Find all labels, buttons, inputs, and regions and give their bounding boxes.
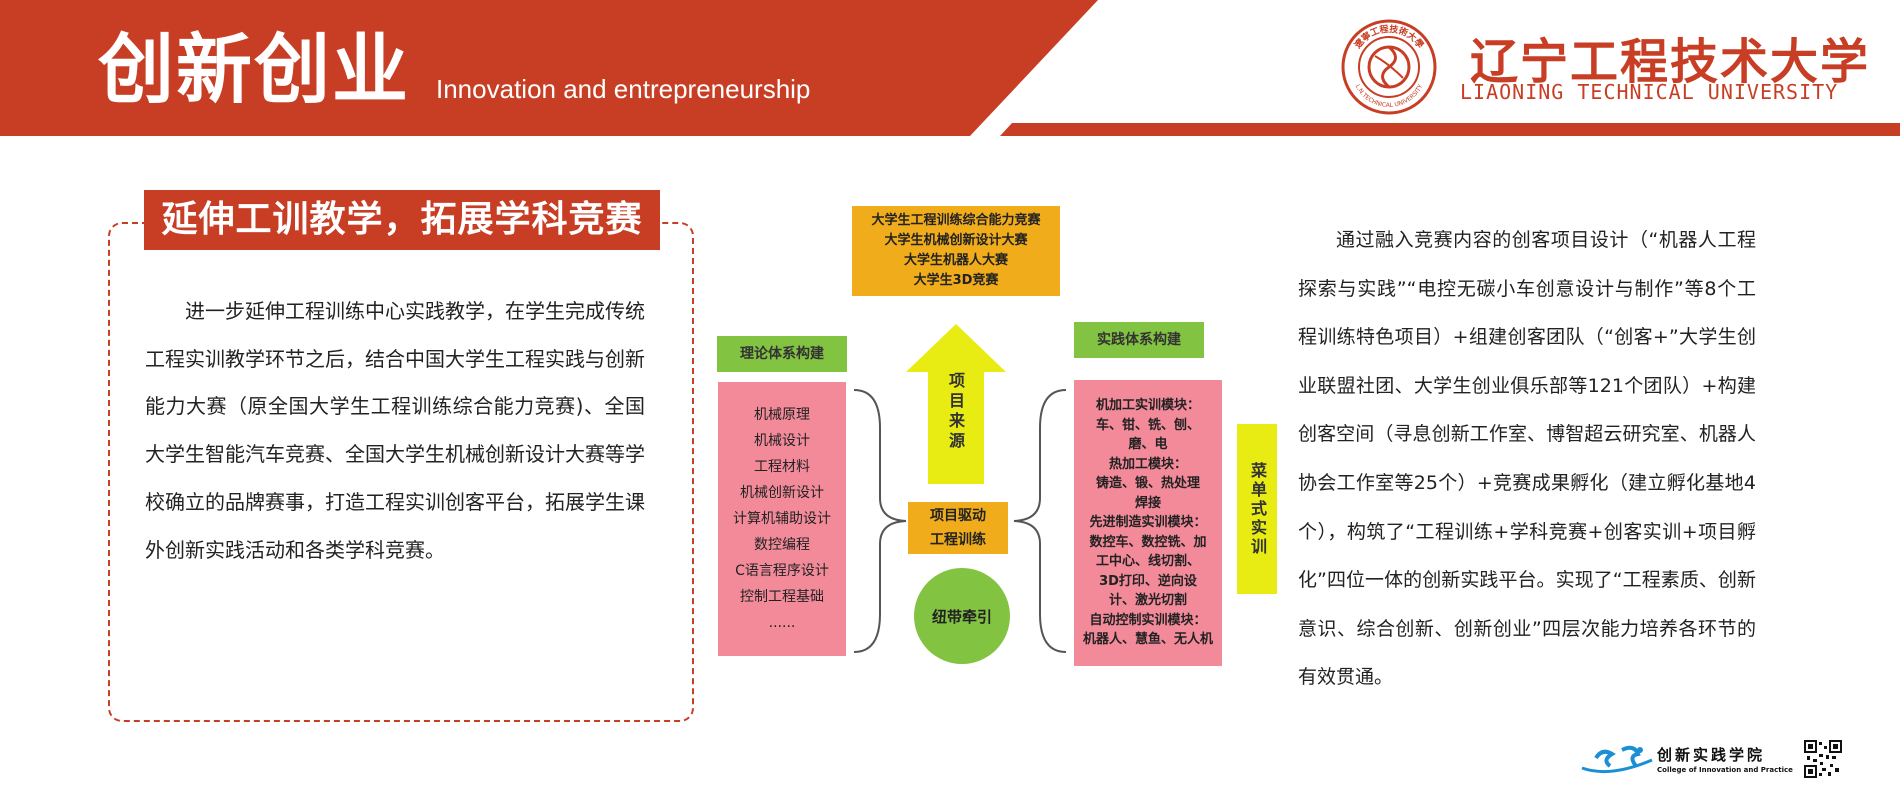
competition-item: 大学生机器人大赛 [903, 253, 1008, 268]
list-item: 3D打印、逆向设 [1099, 573, 1197, 589]
list-item: 控制工程基础 [740, 589, 824, 605]
university-name-cn: 辽宁工程技术大学 [1470, 34, 1871, 90]
list-item: 铸造、锻、热处理 [1095, 476, 1200, 492]
right-section-body: 通过融入竞赛内容的创客项目设计（“机器人工程探索与实践”“电控无碳小车创意设计与… [1298, 229, 1756, 689]
list-item: 机械原理 [754, 407, 810, 423]
list-item: 计、激光切割 [1108, 593, 1187, 609]
list-item: 机械设计 [754, 433, 810, 449]
list-item: 数控编程 [754, 537, 810, 553]
list-item: C语言程序设计 [735, 563, 829, 579]
theory-list: 机械原理 机械设计 工程材料 机械创新设计 计算机辅助设计 数控编程 C语言程序… [718, 382, 846, 656]
list-item: 机械创新设计 [740, 485, 824, 501]
university-seal-icon: 遼寧工程技術大學 L.N.TECHNICAL UNIVERSITY [1341, 19, 1437, 115]
theory-label: 理论体系构建 [717, 336, 847, 372]
college-logo-icon [1581, 745, 1653, 774]
list-item: 工中心、线切割、 [1095, 554, 1200, 570]
left-brace-icon [1013, 389, 1067, 653]
menu-training-box: 菜单式实训 [1237, 424, 1277, 594]
list-item: 机加工实训模块： [1095, 398, 1200, 414]
page-subtitle: Innovation and entrepreneurship [436, 74, 811, 104]
list-item: 计算机辅助设计 [733, 511, 831, 527]
competition-item: 大学生3D竞赛 [913, 273, 999, 288]
competition-item: 大学生工程训练综合能力竞赛 [871, 213, 1041, 228]
up-arrow-icon [906, 324, 1006, 484]
list-item: ...... [768, 615, 796, 631]
left-section-title: 延伸工训教学，拓展学科竞赛 [144, 190, 660, 250]
drive-line1: 项目驱动 [930, 508, 986, 524]
arrow-label: 项目来源 [946, 372, 965, 452]
page-title: 创新创业 [98, 25, 410, 114]
right-brace-icon [853, 389, 907, 653]
left-section-body: 进一步延伸工程训练中心实践教学，在学生完成传统工程实训教学环节之后，结合中国大学… [145, 299, 645, 562]
list-item: 车、钳、铣、刨、 [1095, 417, 1200, 433]
practice-list: 机加工实训模块： 车、钳、铣、刨、 磨、电 热加工模块： 铸造、锻、热处理 焊接… [1074, 380, 1222, 666]
list-item: 磨、电 [1128, 437, 1168, 453]
project-drive-box: 项目驱动 工程训练 [908, 502, 1008, 554]
drive-line2: 工程训练 [930, 532, 986, 548]
practice-label: 实践体系构建 [1074, 322, 1204, 358]
college-name-en: College of Innovation and Practice [1657, 766, 1793, 774]
list-item: 数控车、数控铣、加 [1089, 534, 1207, 550]
list-item: 工程材料 [754, 459, 810, 475]
competition-item: 大学生机械创新设计大赛 [884, 233, 1028, 248]
list-item: 热加工模块： [1108, 456, 1187, 472]
header-stripe [1000, 123, 1900, 136]
list-item: 机器人、慧鱼、无人机 [1082, 632, 1213, 648]
qr-code-icon [1804, 740, 1842, 778]
university-name-en: LIAONING TECHNICAL UNIVERSITY [1460, 80, 1839, 104]
competitions-box: 大学生工程训练综合能力竞赛 大学生机械创新设计大赛 大学生机器人大赛 大学生3D… [852, 206, 1060, 296]
header-banner [0, 0, 1098, 136]
college-name-cn: 创新实践学院 [1657, 746, 1766, 764]
list-item: 自动控制实训模块： [1089, 612, 1207, 628]
list-item: 先进制造实训模块： [1089, 515, 1207, 531]
list-item: 焊接 [1134, 495, 1161, 511]
link-circle: 纽带牵引 [914, 568, 1010, 664]
